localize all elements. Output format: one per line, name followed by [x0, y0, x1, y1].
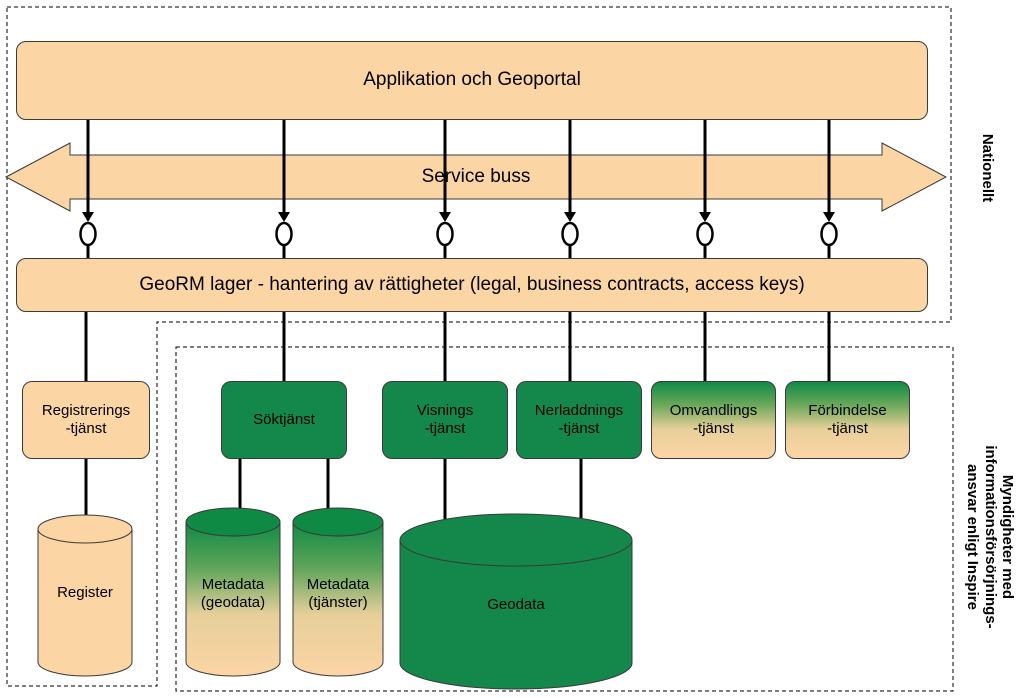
application-geoportal-bar: Applikation och Geoportal [16, 41, 928, 120]
bus-arrowheads [82, 212, 835, 222]
georm-layer-bar: GeoRM lager - hantering av rättigheter (… [16, 258, 928, 312]
service-connectors [84, 312, 831, 381]
national-region-border [6, 6, 952, 687]
store-connectors [84, 459, 583, 527]
connection-service-box: Förbindelse -tjänst [785, 381, 910, 459]
view-service-box: Visnings -tjänst [382, 381, 508, 459]
metadata-tjanster-cylinder [292, 507, 384, 677]
metadata-tjanster-label: Metadata (tjänster) [306, 576, 370, 611]
transformation-service-box: Omvandlings -tjänst [651, 381, 776, 459]
metadata-geodata-label: Metadata (geodata) [200, 576, 266, 611]
bus-connectors [86, 120, 831, 258]
geodata-label: Geodata [487, 596, 545, 613]
download-service-box: Nerladdnings -tjänst [516, 381, 642, 459]
registration-service-box: Registrerings -tjänst [22, 381, 150, 459]
national-side-label: Nationellt [979, 133, 996, 203]
search-service-box: Söktjänst [221, 381, 347, 459]
service-bus-label: Service buss [421, 165, 531, 187]
metadata-geodata-cylinder [185, 507, 281, 677]
geodata-cylinder [399, 513, 633, 690]
register-cylinder [37, 514, 133, 677]
authorities-side-label: Myndigheter med informationsförsörjnings… [964, 445, 1017, 629]
service-bus-arrow [4, 142, 948, 212]
interface-lollipops [79, 221, 838, 247]
authority-region-border [175, 346, 954, 692]
register-label: Register [57, 584, 113, 601]
